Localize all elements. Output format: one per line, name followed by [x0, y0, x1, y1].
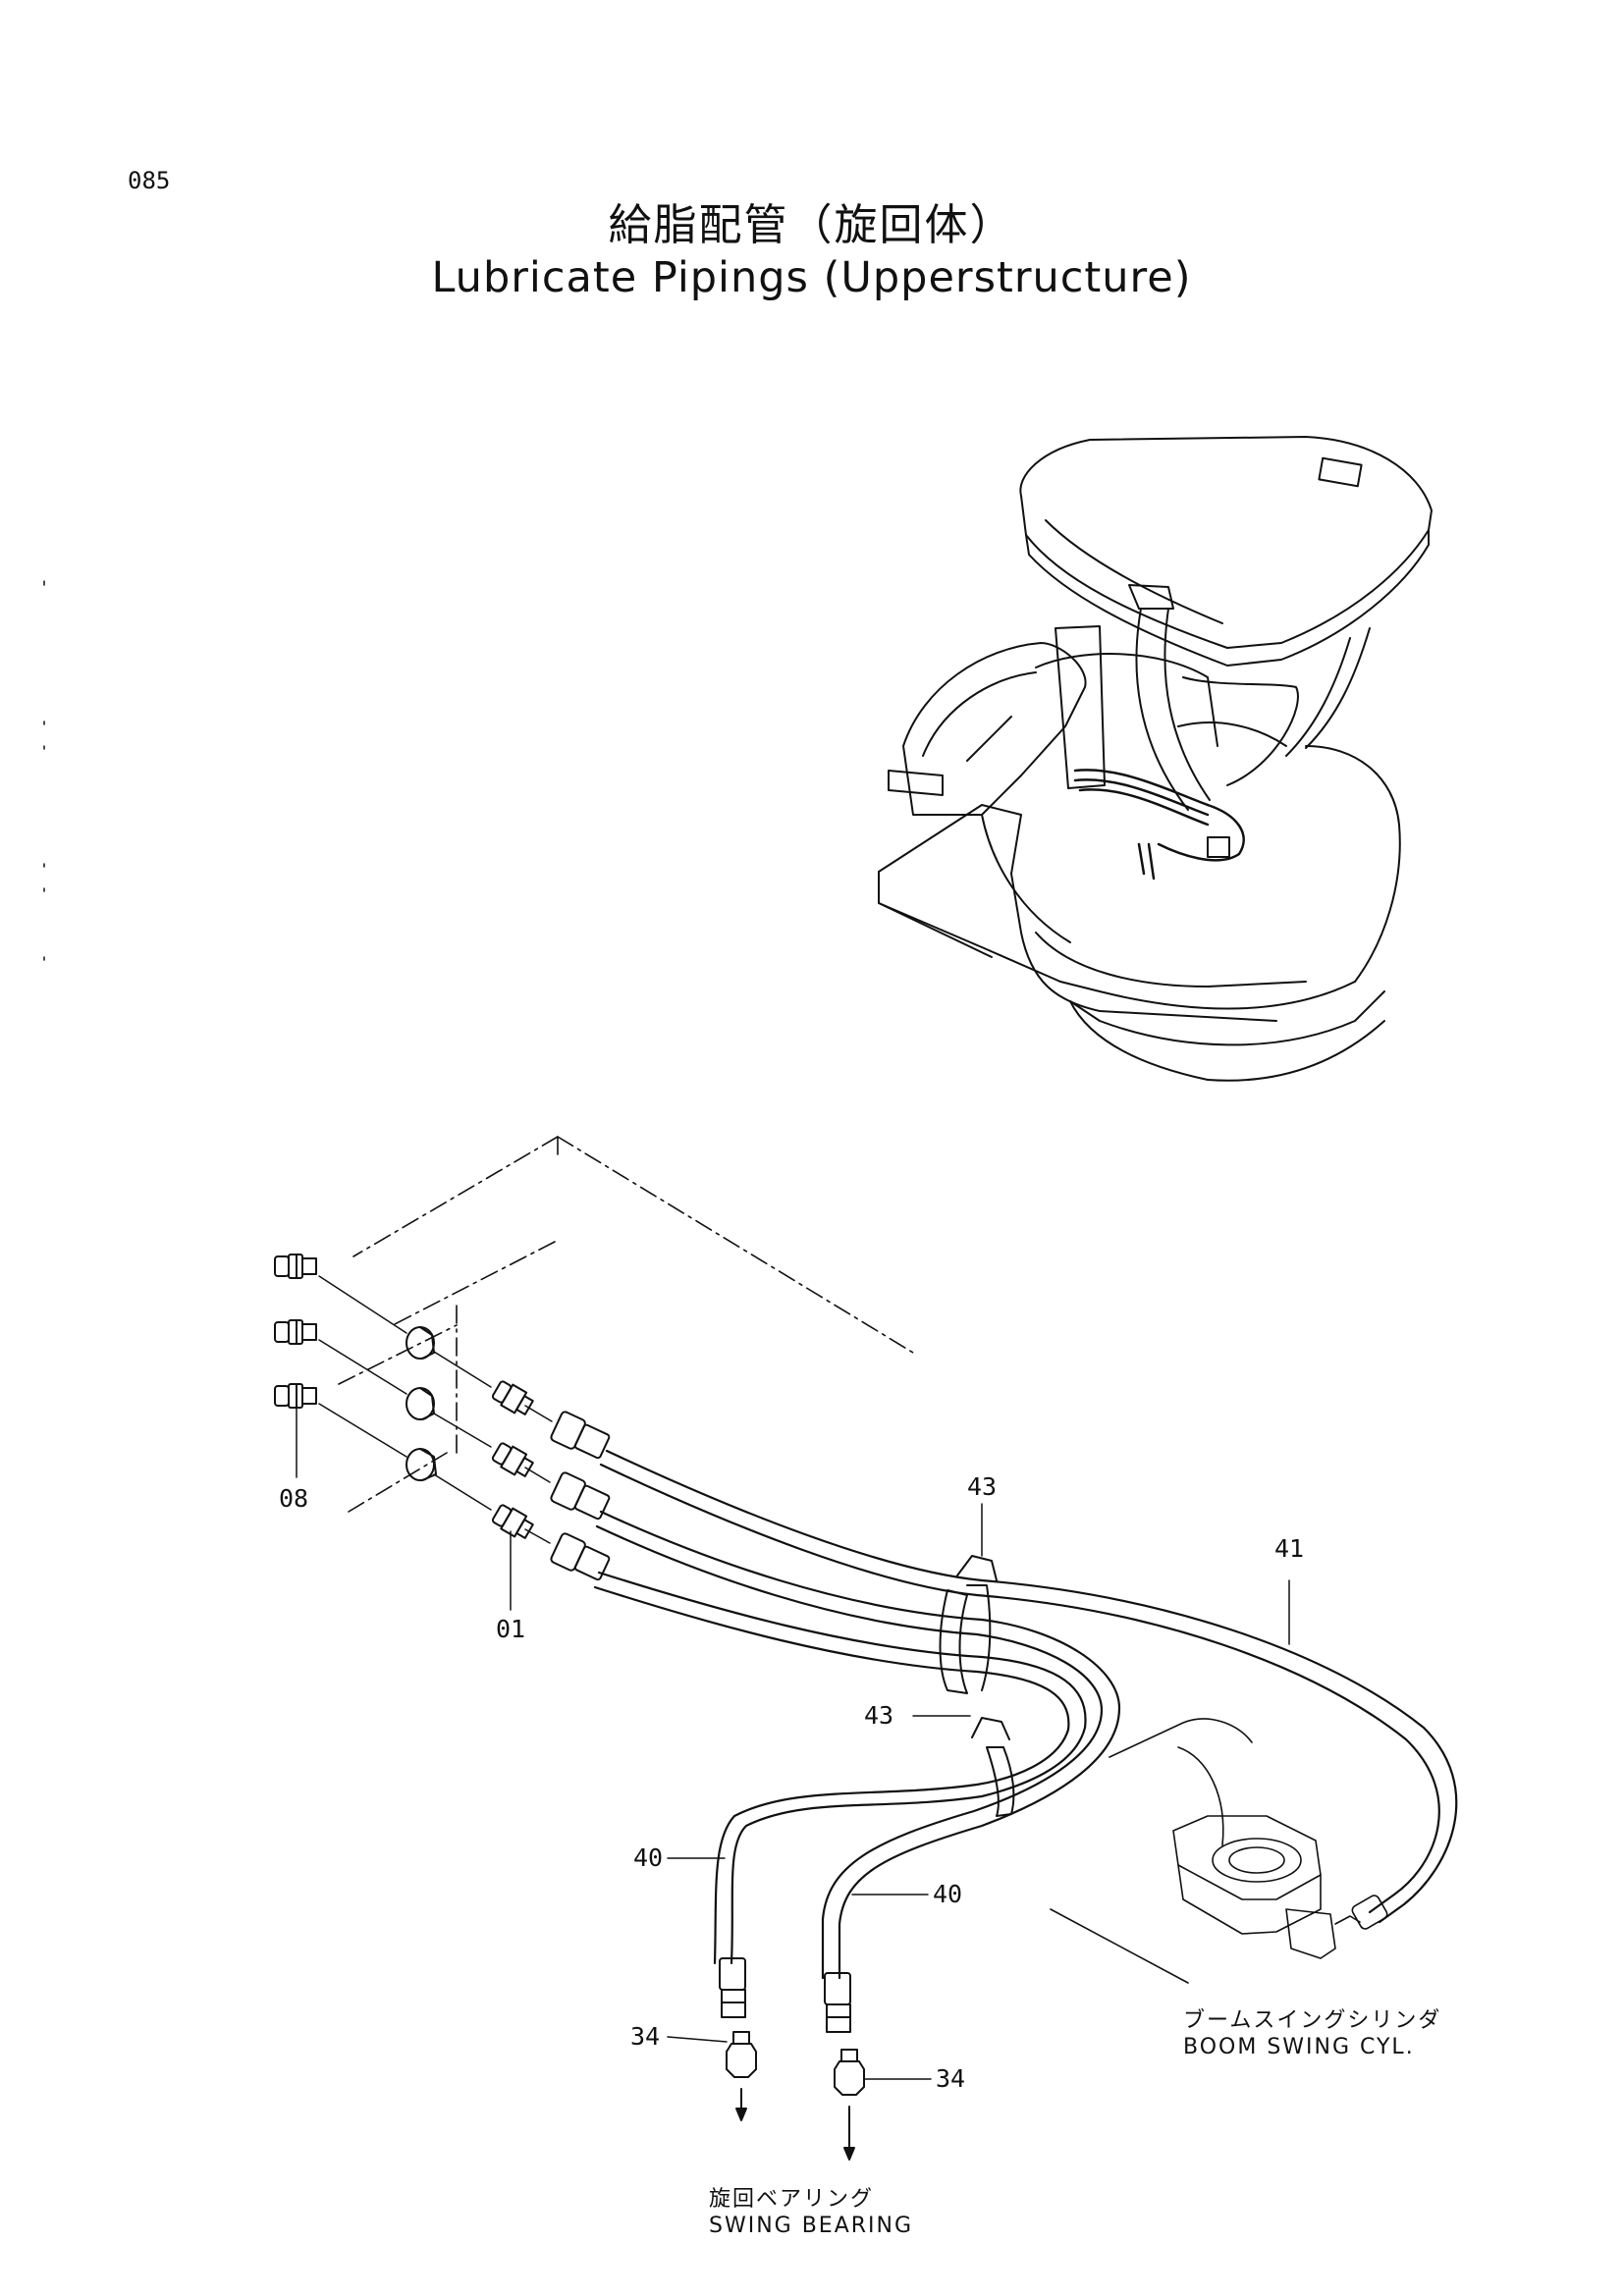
grease-hoses: [593, 1449, 1458, 1980]
note-swing-bearing-en: SWING BEARING: [709, 2214, 914, 2238]
callout-08: 08: [279, 1484, 309, 1513]
callout-40-left: 40: [633, 1843, 664, 1872]
note-boom-swing-en: BOOM SWING CYL.: [1183, 2035, 1415, 2059]
title-japanese: 給脂配管（旋回体）: [608, 200, 1015, 250]
phantom-frame-lines: [338, 1136, 914, 1513]
callout-01: 01: [496, 1615, 526, 1643]
hose-end-lower: [719, 1957, 851, 2033]
callout-34-left: 34: [630, 2022, 661, 2051]
adapter-01: [491, 1380, 553, 1544]
title-english: Lubricate Pipings (Upperstructure): [431, 253, 1192, 302]
note-boom-swing-ja: ブームスイングシリンダ: [1183, 2008, 1442, 2033]
bulkhead-grommets: [406, 1326, 437, 1481]
grease-fitting-08: [274, 1254, 317, 1409]
hose-clamp-43-lower: [971, 1717, 1015, 1817]
assembly-center-lines: [318, 1275, 492, 1511]
upperstructure-overview: [878, 436, 1433, 1082]
page-number: 085: [128, 167, 171, 194]
callout-41: 41: [1274, 1534, 1305, 1563]
callout-43-upper: 43: [967, 1472, 998, 1501]
boom-swing-cylinder: [1050, 1718, 1388, 1984]
hose-end-fittings: [550, 1411, 611, 1581]
grease-fitting-34: [726, 2031, 865, 2161]
note-swing-bearing-ja: 旋回ベアリング: [709, 2187, 875, 2212]
callout-40-right: 40: [933, 1880, 963, 1908]
callout-43-lower: 43: [864, 1701, 894, 1730]
hose-clamp-43-upper: [939, 1555, 998, 1694]
callout-34-right: 34: [936, 2064, 966, 2093]
callout-leaders: [296, 1408, 1290, 2080]
